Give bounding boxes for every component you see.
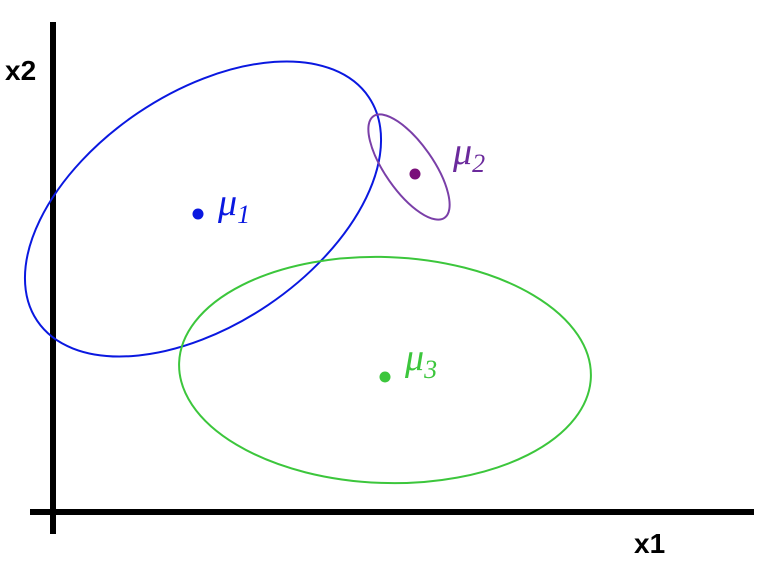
- cluster-2-mean-point: [409, 168, 421, 180]
- cluster-3-mean-label: μ3: [404, 337, 437, 384]
- x-axis-label: x1: [634, 528, 665, 559]
- cluster-3-mu-symbol: μ: [404, 337, 424, 379]
- cluster-1-mean-label: μ1: [217, 182, 250, 229]
- cluster-3-ellipse: [178, 255, 592, 485]
- cluster-2-mu-symbol: μ: [452, 131, 472, 173]
- cluster-1-mu-symbol: μ: [217, 182, 237, 224]
- cluster-2-ellipse: [367, 113, 451, 221]
- cluster-2-mu-subscript: 2: [472, 149, 485, 178]
- cluster-1-mean-point: [192, 208, 204, 220]
- cluster-1-mu-subscript: 1: [237, 200, 250, 229]
- cluster-3-mean-point: [379, 371, 391, 383]
- y-axis-label: x2: [5, 55, 36, 86]
- cluster-2-mean-label: μ2: [452, 131, 485, 178]
- cluster-3-mu-subscript: 3: [423, 355, 437, 384]
- cluster-1-ellipse: [23, 60, 383, 358]
